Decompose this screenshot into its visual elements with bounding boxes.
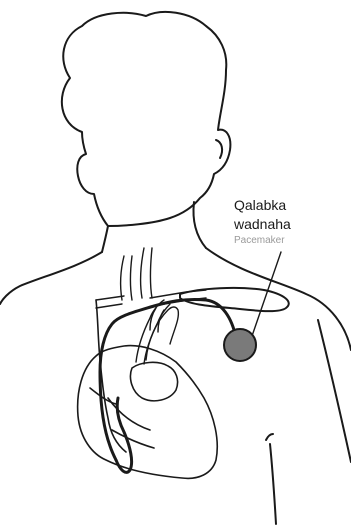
heart — [78, 346, 218, 479]
pacemaker-device — [224, 329, 256, 361]
right-arm-outline — [318, 320, 351, 462]
left-shoulder-outline — [0, 252, 102, 304]
nipple-mark — [266, 434, 273, 440]
neck-left-line — [102, 226, 108, 252]
ear-detail — [216, 140, 222, 158]
pacemaker-lead-return — [116, 398, 132, 472]
device-label-line-2: wadnaha — [234, 216, 291, 233]
device-label-line-1: Qalabka — [234, 197, 286, 214]
neck-right-line — [194, 202, 207, 248]
pacemaker-lead — [100, 299, 236, 460]
head-outline — [62, 12, 231, 226]
device-label-english: Pacemaker — [234, 235, 285, 247]
chest-line — [270, 444, 276, 524]
